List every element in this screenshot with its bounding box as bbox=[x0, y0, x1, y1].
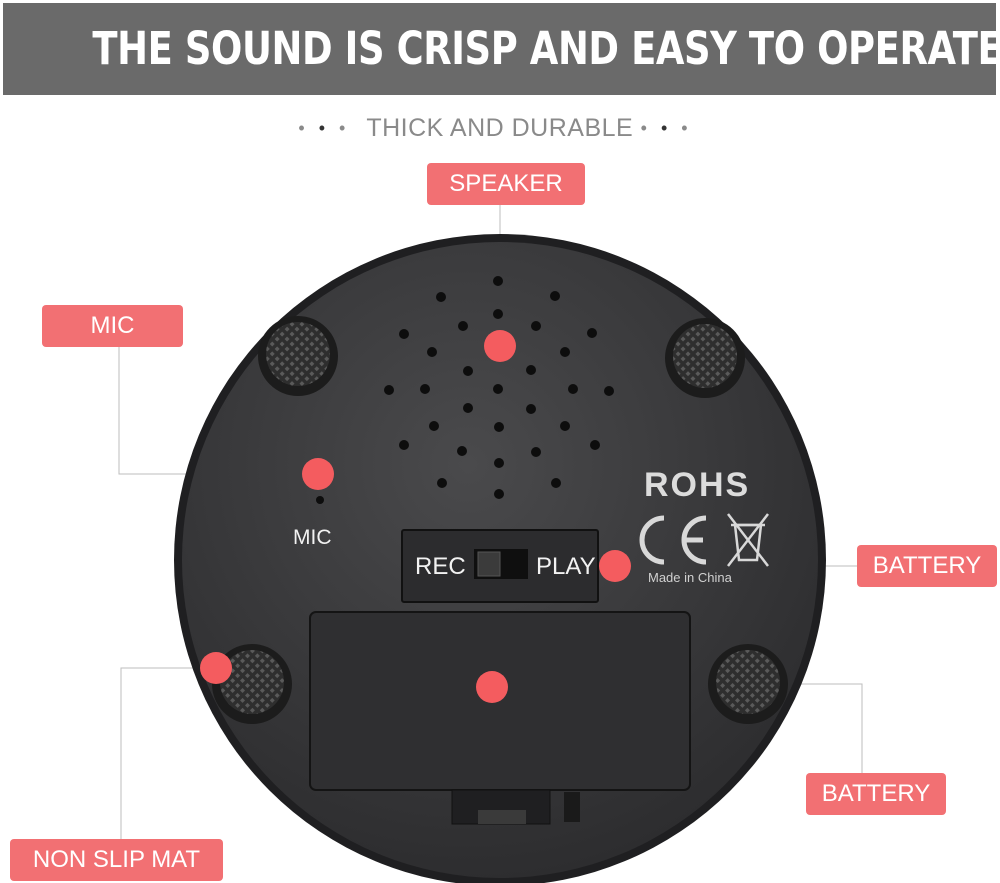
mic-marker bbox=[302, 458, 334, 490]
ce-mark-icon bbox=[639, 515, 707, 565]
rec-marking: REC bbox=[415, 553, 466, 580]
mic-hole bbox=[316, 496, 324, 504]
speaker-grille bbox=[384, 276, 614, 499]
subtitle-text: THICK AND DURABLE bbox=[366, 114, 634, 142]
rohs-marking: ROHS bbox=[644, 466, 751, 504]
battery-notch bbox=[564, 792, 580, 822]
switch-marker bbox=[599, 550, 631, 582]
foot-marker bbox=[200, 652, 232, 684]
subtitle: ••• THICK AND DURABLE ••• bbox=[0, 114, 1000, 143]
mic-marking: MIC bbox=[293, 526, 332, 549]
speaker-label: SPEAKER bbox=[427, 163, 585, 205]
battery-marker bbox=[476, 671, 508, 703]
battery-switch-label: BATTERY bbox=[857, 545, 997, 587]
battery-compartment-label: BATTERY bbox=[806, 773, 946, 815]
callout-markers bbox=[200, 330, 631, 703]
speaker-marker bbox=[484, 330, 516, 362]
non-slip-mat-label: NON SLIP MAT bbox=[10, 839, 223, 881]
mic-label: MIC bbox=[42, 305, 183, 347]
made-in-marking: Made in China bbox=[648, 570, 732, 585]
rubber-feet bbox=[212, 316, 788, 724]
battery-latch-tab bbox=[478, 810, 526, 824]
play-marking: PLAY bbox=[536, 553, 596, 580]
dots-right-icon: ••• bbox=[640, 118, 702, 138]
switch-knob[interactable] bbox=[477, 551, 501, 577]
dots-left-icon: ••• bbox=[298, 118, 360, 138]
banner-title: THE SOUND IS CRISP AND EASY TO OPERATE bbox=[92, 22, 1000, 75]
title-banner: THE SOUND IS CRISP AND EASY TO OPERATE bbox=[3, 3, 1000, 95]
battery-cover bbox=[309, 611, 691, 791]
recycle-bin-icon bbox=[727, 513, 769, 567]
